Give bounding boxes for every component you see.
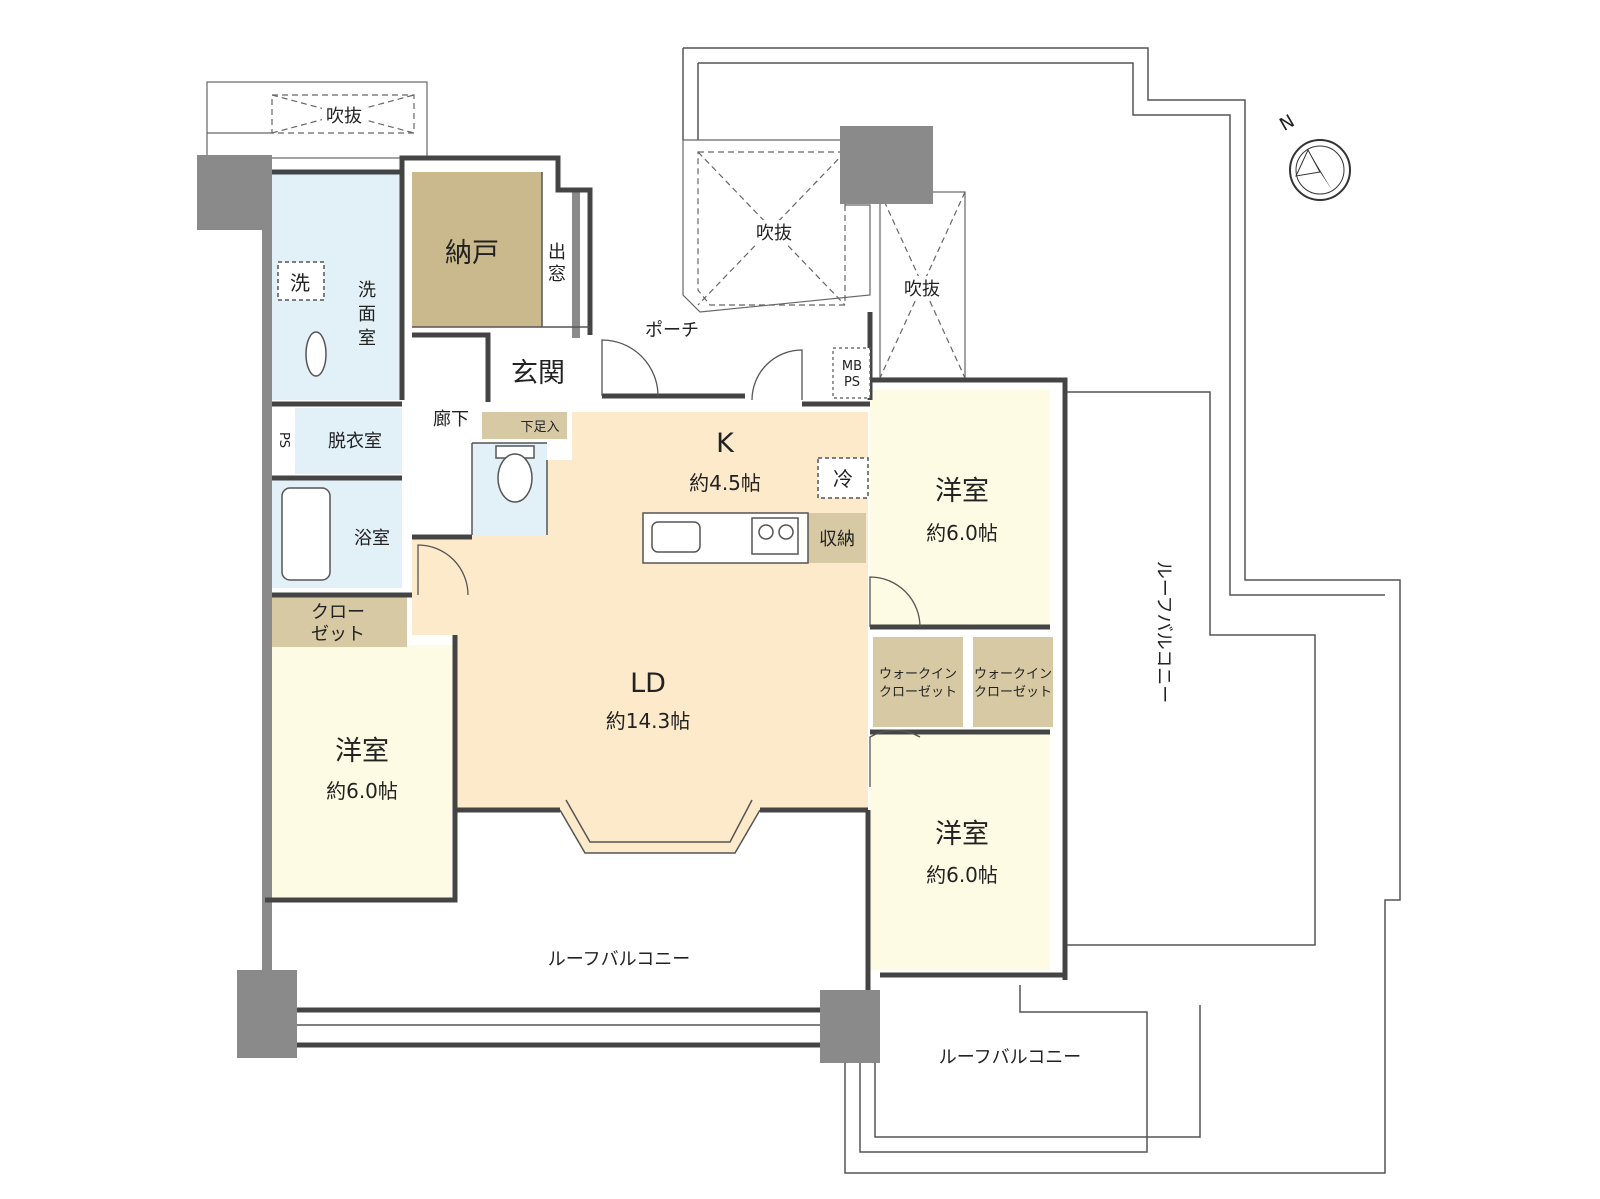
mbps-line1: MB <box>842 359 862 374</box>
atrium-center-label-bg <box>752 220 796 244</box>
bedroom-right-top-name: 洋室 <box>935 476 989 507</box>
walk-in-1-fill <box>873 637 963 727</box>
atrium-top-left <box>206 81 428 159</box>
bedroom-right-bottom-name: 洋室 <box>935 819 989 850</box>
compass-label: N <box>1276 111 1298 136</box>
fridge-box <box>817 457 869 499</box>
washroom-char-2: 面 <box>358 304 376 325</box>
closet-left-line2: ゼット <box>311 624 365 645</box>
dressing-fill <box>295 408 402 474</box>
ld-area: 約14.3帖 <box>606 709 691 733</box>
mbps-line2: PS <box>844 375 860 390</box>
thin-walls <box>297 172 820 1026</box>
shoe-box-fill <box>482 412 567 439</box>
bedroom-right-top-fill <box>870 390 1050 627</box>
kitchen-name: K <box>716 428 735 459</box>
bedroom-left-area: 約6.0帖 <box>326 779 398 803</box>
entrance-name: 玄関 <box>511 358 565 389</box>
washer-box <box>277 261 325 301</box>
roof-balcony-outline <box>682 47 1401 1174</box>
washroom-char-3: 室 <box>358 328 376 349</box>
closet-left-fill <box>272 595 407 647</box>
bedroom-right-top-area: 約6.0帖 <box>926 521 998 545</box>
washroom-char-1: 洗 <box>358 280 376 301</box>
stove-icon <box>751 517 799 555</box>
washer-label: 洗 <box>290 271 310 295</box>
door-swings <box>417 339 921 787</box>
washbasin-icon <box>305 331 327 377</box>
walk-in-2-fill <box>973 637 1053 727</box>
atrium-top-left-label: 吹抜 <box>326 106 362 127</box>
storage-room-name: 納戸 <box>445 238 499 269</box>
ld-name: LD <box>630 668 666 699</box>
walk-in-1-line1: ウォークイン <box>879 667 957 682</box>
atrium-right-label-bg <box>899 276 945 300</box>
roof-balcony-bottom-right-label: ルーフバルコニー <box>939 1047 1082 1068</box>
kitchen-area: 約4.5帖 <box>689 471 761 495</box>
closet-left-line1: クロー <box>311 602 365 623</box>
bay-window-char-1: 出 <box>548 242 566 263</box>
atrium-center-label: 吹抜 <box>756 223 792 244</box>
structural-walls <box>197 126 933 1063</box>
atrium-top-left-label-bg <box>322 103 367 125</box>
kitchen-storage-fill <box>808 513 866 563</box>
kitchen-counter <box>642 512 809 564</box>
shoe-box-name: 下足入 <box>520 420 559 435</box>
walk-in-2-line1: ウォークイン <box>974 667 1052 682</box>
toilet-icon <box>495 445 535 503</box>
walk-in-2-line2: クローゼット <box>974 685 1052 700</box>
fridge-label: 冷 <box>833 467 853 491</box>
atrium-right-label: 吹抜 <box>904 279 940 300</box>
bedroom-left-name: 洋室 <box>335 736 389 767</box>
bedroom-right-bottom-fill <box>870 732 1050 970</box>
bay-window-char-2: 窓 <box>548 264 566 285</box>
bedroom-left-fill <box>272 645 455 900</box>
hallway-name: 廊下 <box>433 409 469 430</box>
dressing-room-name: 脱衣室 <box>328 431 382 452</box>
bathtub-icon <box>281 487 331 581</box>
storage-room-fill <box>412 172 542 327</box>
roof-balcony-right-label: ルーフバルコニー <box>1153 561 1174 704</box>
walk-in-1-line2: クローゼット <box>879 685 957 700</box>
porch-label: ポーチ <box>645 320 699 341</box>
bathroom-name: 浴室 <box>354 528 390 549</box>
roof-balcony-bottom-label: ルーフバルコニー <box>548 949 691 970</box>
bedroom-right-bottom-area: 約6.0帖 <box>926 863 998 887</box>
ps-small-label: PS <box>276 432 291 448</box>
compass-icon: N <box>1276 111 1351 201</box>
kitchen-storage-name: 収納 <box>819 529 855 550</box>
mbps-box <box>832 347 871 399</box>
sink-icon <box>651 521 701 553</box>
interior-walls <box>265 155 1068 1048</box>
